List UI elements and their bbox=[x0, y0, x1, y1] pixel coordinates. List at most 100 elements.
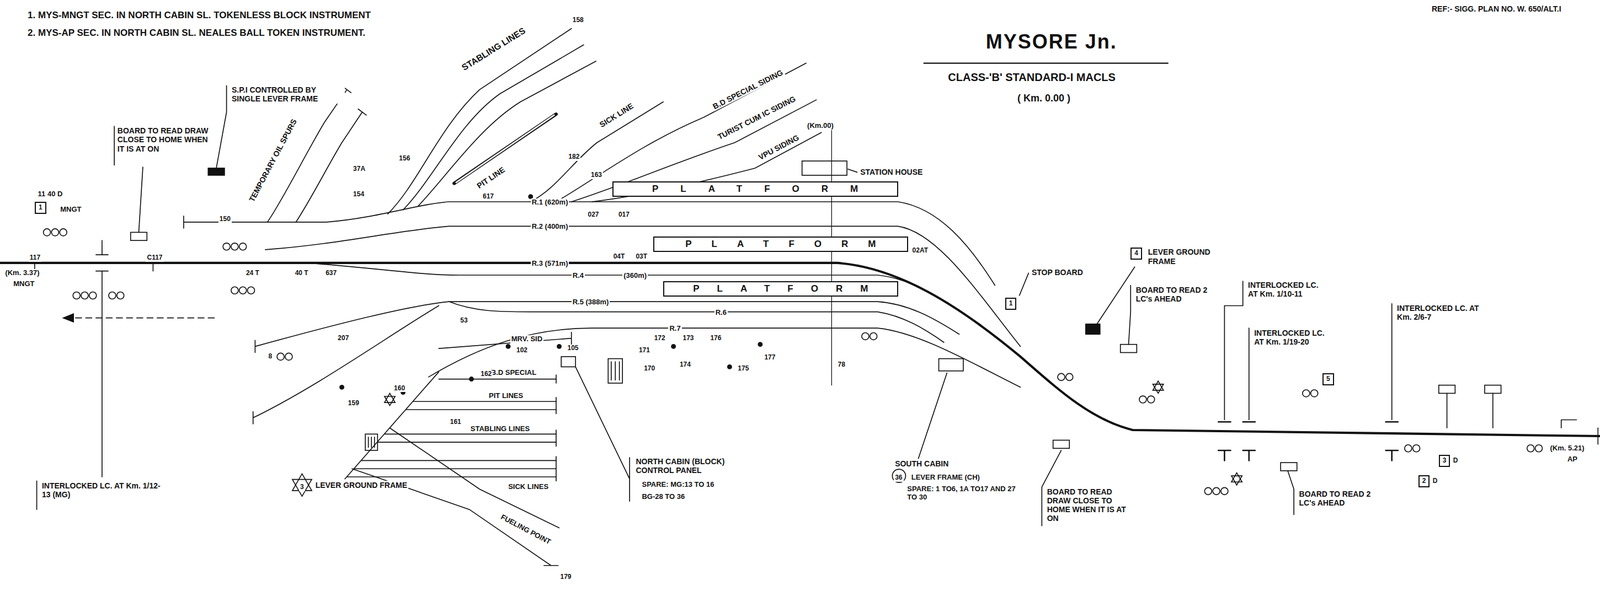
point-dot bbox=[727, 364, 733, 370]
lever-number: 160 bbox=[392, 385, 407, 393]
label-holder: 174 bbox=[678, 359, 692, 370]
annotation-text: VPU SIDING bbox=[755, 132, 802, 163]
signal-aspect bbox=[1404, 445, 1412, 453]
dashed-track bbox=[73, 317, 215, 319]
label-holder: LEVER FRAME (CH) bbox=[910, 472, 981, 483]
label-holder: C117 bbox=[145, 252, 164, 263]
control-panel bbox=[561, 356, 576, 367]
annotation-text: R.5 (388m) bbox=[571, 298, 611, 307]
annotation-text: D bbox=[1431, 477, 1439, 486]
annotation-text: ( Km. 0.00 ) bbox=[1016, 92, 1072, 105]
lever-number: 177 bbox=[763, 354, 777, 362]
label-holder: 163 bbox=[589, 169, 604, 180]
lever-number: 53 bbox=[459, 317, 469, 325]
lever-count-circle bbox=[892, 469, 906, 483]
numbered-box: 1 bbox=[34, 201, 47, 215]
annotation-text: STABLING LINES bbox=[469, 425, 531, 434]
track bbox=[254, 301, 449, 353]
bracket bbox=[1287, 471, 1294, 515]
ground-frame-star bbox=[292, 480, 312, 497]
star-symbol bbox=[1153, 381, 1164, 391]
annotation-text: BOARD TO READ 2 LC's AHEAD bbox=[1134, 285, 1217, 304]
label-holder: 159 bbox=[347, 397, 361, 408]
label-holder: FUELING POINT bbox=[498, 511, 554, 548]
annotation-text: INTERLOCKED LC. AT Km. 1/12-13 (MG) bbox=[40, 481, 164, 500]
label-holder: (360m) bbox=[622, 270, 648, 281]
signal-aspect bbox=[1535, 445, 1543, 453]
signal-aspect bbox=[59, 228, 67, 237]
lever-number: 37A bbox=[352, 165, 367, 174]
buffer-stop bbox=[183, 216, 185, 229]
annotation-text: R.1 (620m) bbox=[530, 198, 570, 207]
label-holder: SICK LINES bbox=[507, 481, 550, 492]
track bbox=[183, 201, 995, 286]
label-holder: 176 bbox=[708, 332, 723, 343]
annotation-text: SICK LINE bbox=[596, 100, 637, 130]
star-symbol bbox=[1231, 473, 1242, 483]
leader-line bbox=[918, 372, 948, 459]
label-holder: 637 bbox=[324, 267, 338, 278]
board-symbol bbox=[130, 232, 148, 241]
annotation-text: STATION HOUSE bbox=[859, 167, 924, 177]
label-holder: BOARD TO READ 2 LC's AHEAD bbox=[1134, 285, 1217, 304]
annotation-text: SPARE: 1 TO6, 1A TO17 AND 27 TO 30 bbox=[905, 485, 1018, 503]
box-number: 5 bbox=[1326, 375, 1331, 384]
bracket bbox=[1224, 281, 1243, 420]
annotation-text: R.3 (571m) bbox=[530, 259, 570, 269]
box-number: 3 bbox=[1442, 457, 1447, 466]
signal-aspect bbox=[239, 286, 247, 295]
board-symbol bbox=[1438, 385, 1456, 394]
platform-name: PLATFORM bbox=[630, 183, 880, 195]
annotation-text: NORTH CABIN (BLOCK) CONTROL PANEL bbox=[634, 457, 757, 476]
signal-aspect bbox=[51, 228, 59, 237]
signal-aspect bbox=[1057, 373, 1065, 381]
lever-number: 04T bbox=[612, 253, 627, 261]
lever-number: 207 bbox=[336, 334, 350, 343]
track bbox=[344, 372, 439, 480]
lever-number: 158 bbox=[571, 16, 585, 25]
label-holder: B.D SPECIAL bbox=[489, 367, 538, 378]
annotation-text: INTERLOCKED LC. AT Km. 1/10-11 bbox=[1246, 280, 1327, 299]
annotation-text: BOARD TO READ DRAW CLOSE TO HOME WHEN IT… bbox=[1046, 487, 1128, 524]
bracket bbox=[1128, 285, 1132, 345]
label-holder: LEVER GROUND FRAME bbox=[314, 480, 409, 491]
label-holder: R.2 (400m) bbox=[530, 221, 570, 232]
signal-aspect bbox=[1065, 373, 1074, 381]
platform-band: PLATFORM bbox=[653, 236, 909, 253]
annotation-text: (Km.00) bbox=[806, 121, 835, 131]
label-holder: INTERLOCKED LC. AT Km. 2/6-7 bbox=[1395, 304, 1488, 323]
board-symbol bbox=[1484, 385, 1502, 394]
point-dot bbox=[505, 344, 511, 350]
signal-aspect bbox=[1412, 445, 1421, 453]
label-holder: 37A bbox=[352, 163, 367, 174]
diagram-title: MYSORE Jn. bbox=[984, 30, 1119, 53]
signal-aspect bbox=[1302, 390, 1310, 398]
signal-aspect bbox=[43, 228, 51, 237]
label-holder: 177 bbox=[763, 352, 777, 362]
stars bbox=[292, 381, 1242, 497]
signal-aspect bbox=[231, 286, 239, 295]
label-holder: STABLING LINES bbox=[469, 423, 531, 434]
label-holder: INTERLOCKED LC. AT Km. 1/10-11 bbox=[1246, 280, 1327, 300]
platform-name: PLATFORM bbox=[665, 238, 896, 250]
signal-aspect bbox=[239, 243, 247, 251]
lever-number: 8 bbox=[267, 353, 274, 361]
label-holder: 40 T bbox=[294, 267, 310, 278]
label-holder: 53 bbox=[459, 315, 469, 325]
label-holder: SOUTH CABIN bbox=[893, 459, 950, 469]
label-holder: REF:- SIGG. PLAN NO. W. 650/ALT.I bbox=[1430, 3, 1563, 14]
signal-aspect bbox=[108, 292, 116, 300]
lever-number: 170 bbox=[642, 365, 656, 373]
label-holder: R.1 (620m) bbox=[530, 196, 570, 207]
annotation-text: BOARD TO READ DRAW CLOSE TO HOME WHEN IT… bbox=[116, 126, 211, 153]
box-number: 1 bbox=[38, 204, 43, 212]
label-holder: R.5 (388m) bbox=[571, 296, 611, 307]
lever-number: 175 bbox=[736, 365, 750, 373]
label-holder: D bbox=[1452, 455, 1460, 466]
label-holder: S.P.I CONTROLLED BY SINGLE LEVER FRAME bbox=[230, 85, 345, 104]
label-holder: 36 bbox=[893, 472, 904, 483]
signal-aspect bbox=[1527, 445, 1535, 453]
annotation-text: AP bbox=[1566, 455, 1579, 464]
end-mark bbox=[1597, 428, 1599, 445]
label-holder: PIT LINES bbox=[487, 390, 525, 401]
